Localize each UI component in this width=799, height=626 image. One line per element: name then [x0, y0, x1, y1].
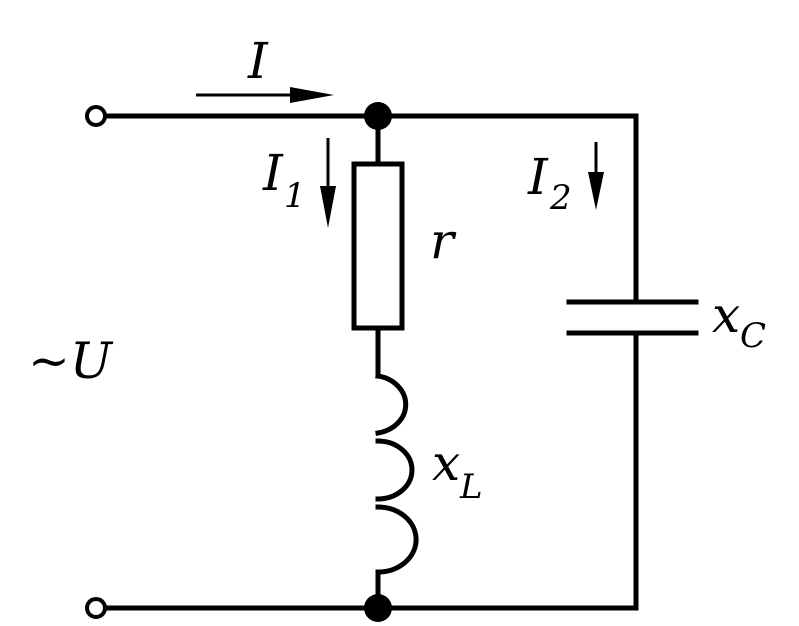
label-current-branch1-sub: 1 — [284, 176, 306, 216]
current-branch2-arrow-head — [588, 172, 604, 210]
label-current-total: I — [247, 32, 269, 90]
label-inductor: x — [432, 434, 460, 492]
bottom-wire — [101, 330, 639, 611]
junction-top — [364, 102, 392, 130]
top-wire — [101, 113, 639, 305]
terminal-top — [85, 105, 107, 127]
current-total-arrow-head — [290, 87, 334, 103]
label-inductor-sub: L — [459, 467, 483, 507]
inductor-symbol — [375, 373, 419, 575]
junction-bottom — [364, 594, 392, 622]
label-current-branch2: I — [527, 148, 549, 206]
label-current-branch2-sub: 2 — [549, 178, 572, 218]
label-source: ~U — [28, 332, 114, 390]
current-branch1-arrow-head — [320, 186, 336, 228]
label-capacitor: x — [712, 286, 740, 344]
label-current-branch1: I — [262, 144, 284, 202]
resistor-symbol — [351, 161, 405, 331]
terminal-bottom — [85, 597, 107, 619]
label-capacitor-sub: C — [740, 316, 766, 356]
label-resistor: r — [430, 212, 457, 270]
